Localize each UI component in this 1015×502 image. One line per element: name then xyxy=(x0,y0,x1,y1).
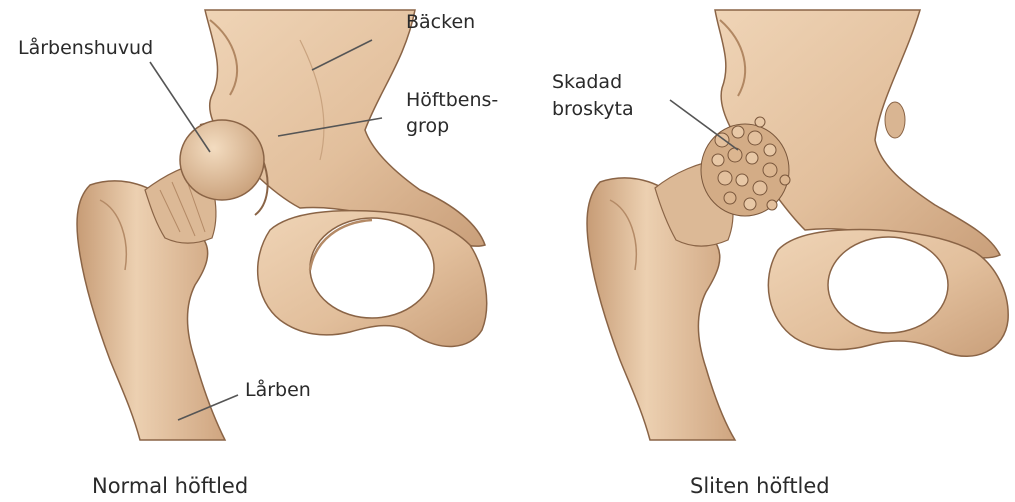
label-acetabulum-line2: grop xyxy=(406,114,449,138)
caption-normal-hip: Normal höftled xyxy=(92,474,248,498)
label-damaged-cartilage-line1: Skadad xyxy=(552,70,622,94)
label-damaged-cartilage-line2: broskyta xyxy=(552,97,634,121)
worn-hip-drawing xyxy=(587,10,1008,440)
caption-worn-hip: Sliten höftled xyxy=(690,474,830,498)
femoral-head xyxy=(180,120,264,200)
label-pelvis: Bäcken xyxy=(406,10,475,34)
leader-femoral-head xyxy=(150,62,210,152)
label-acetabulum-line1: Höftbens- xyxy=(406,88,498,112)
label-femur: Lårben xyxy=(245,378,311,402)
normal-hip-drawing xyxy=(77,10,487,440)
label-femoral-head: Lårbenshuvud xyxy=(18,36,153,60)
